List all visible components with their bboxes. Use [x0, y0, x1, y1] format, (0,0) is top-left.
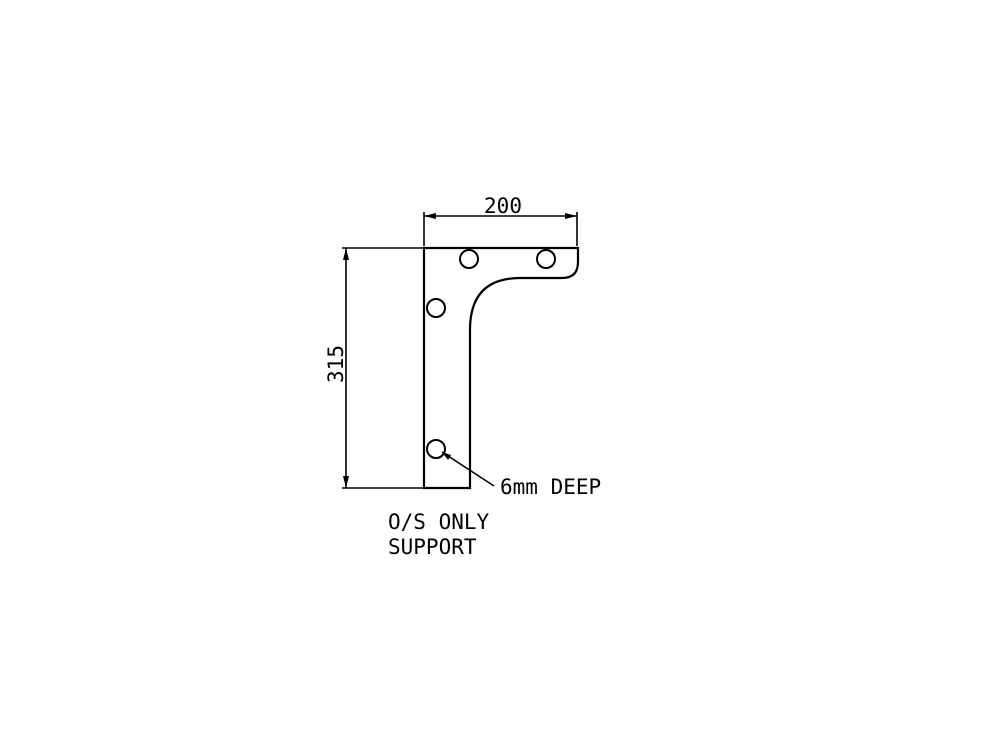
width-dimension-label: 200	[484, 194, 522, 218]
hole-top-right	[536, 249, 556, 269]
hole-lower-side	[426, 439, 446, 459]
caption-line-1: O/S ONLY	[388, 510, 490, 534]
hole-top-left	[459, 249, 479, 269]
bracket-outline	[422, 246, 580, 490]
caption-line-2: SUPPORT	[388, 535, 477, 559]
hole-depth-note: 6mm DEEP	[500, 475, 601, 499]
hole-upper-side	[426, 298, 446, 318]
hole-note-leader	[441, 451, 495, 487]
height-dimension: 315	[324, 247, 424, 489]
width-dimension: 200	[423, 194, 578, 246]
height-dimension-label: 315	[324, 345, 348, 383]
